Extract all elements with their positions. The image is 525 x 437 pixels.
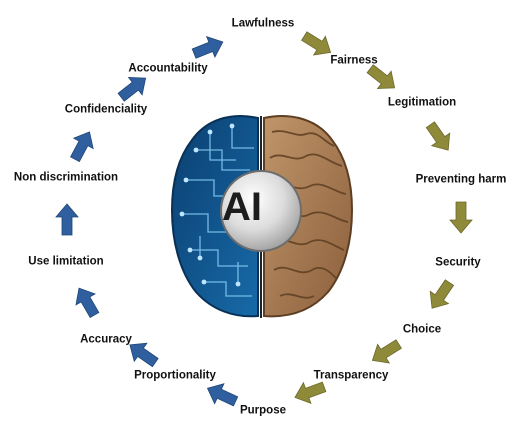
ai-center-label: AI — [222, 185, 262, 229]
label-lawfulness: Lawfulness — [231, 17, 295, 30]
label-choice: Choice — [402, 323, 442, 336]
label-confidenciality: Confidenciality — [64, 103, 148, 116]
arrow-accountability-to-lawfulness — [191, 36, 224, 59]
label-transparency: Transparency — [313, 369, 389, 382]
label-purpose: Purpose — [239, 404, 287, 417]
arrow-legitimation-to-preventing-harm — [425, 121, 451, 151]
label-use-limitation: Use limitation — [28, 255, 104, 268]
arrow-proportionality-to-accuracy — [129, 342, 159, 368]
label-accountability: Accountability — [128, 62, 208, 75]
arrow-transparency-to-purpose — [294, 381, 327, 405]
label-preventing-harm: Preventing harm — [415, 173, 507, 186]
ai-hub-circle — [220, 170, 302, 252]
label-accuracy: Accuracy — [80, 333, 132, 346]
brain-illustration — [170, 115, 354, 318]
brain-folds — [269, 130, 349, 299]
label-legitimation: Legitimation — [387, 96, 457, 109]
arrow-purpose-to-proportionality — [206, 383, 239, 407]
arrow-confidenciality-to-accountability — [117, 77, 147, 102]
brain-right-hemisphere — [263, 115, 354, 318]
cycle-arrows — [55, 31, 473, 407]
arrow-security-to-choice — [429, 279, 455, 309]
label-security: Security — [435, 256, 481, 269]
arrow-lawfulness-to-fairness — [301, 31, 332, 56]
label-fairness: Fairness — [330, 54, 378, 67]
arrow-preventing-harm-to-security — [449, 201, 473, 234]
arrow-use-limitation-to-non-discrimination — [55, 203, 79, 236]
arrow-fairness-to-legitimation — [366, 64, 396, 89]
arrow-accuracy-to-use-limitation — [75, 287, 100, 319]
arrow-non-discrimination-to-confidenciality — [70, 131, 94, 163]
label-proportionality: Proportionality — [134, 369, 216, 382]
label-non-discrimination: Non discrimination — [13, 171, 119, 184]
arrow-choice-to-transparency — [371, 339, 402, 364]
